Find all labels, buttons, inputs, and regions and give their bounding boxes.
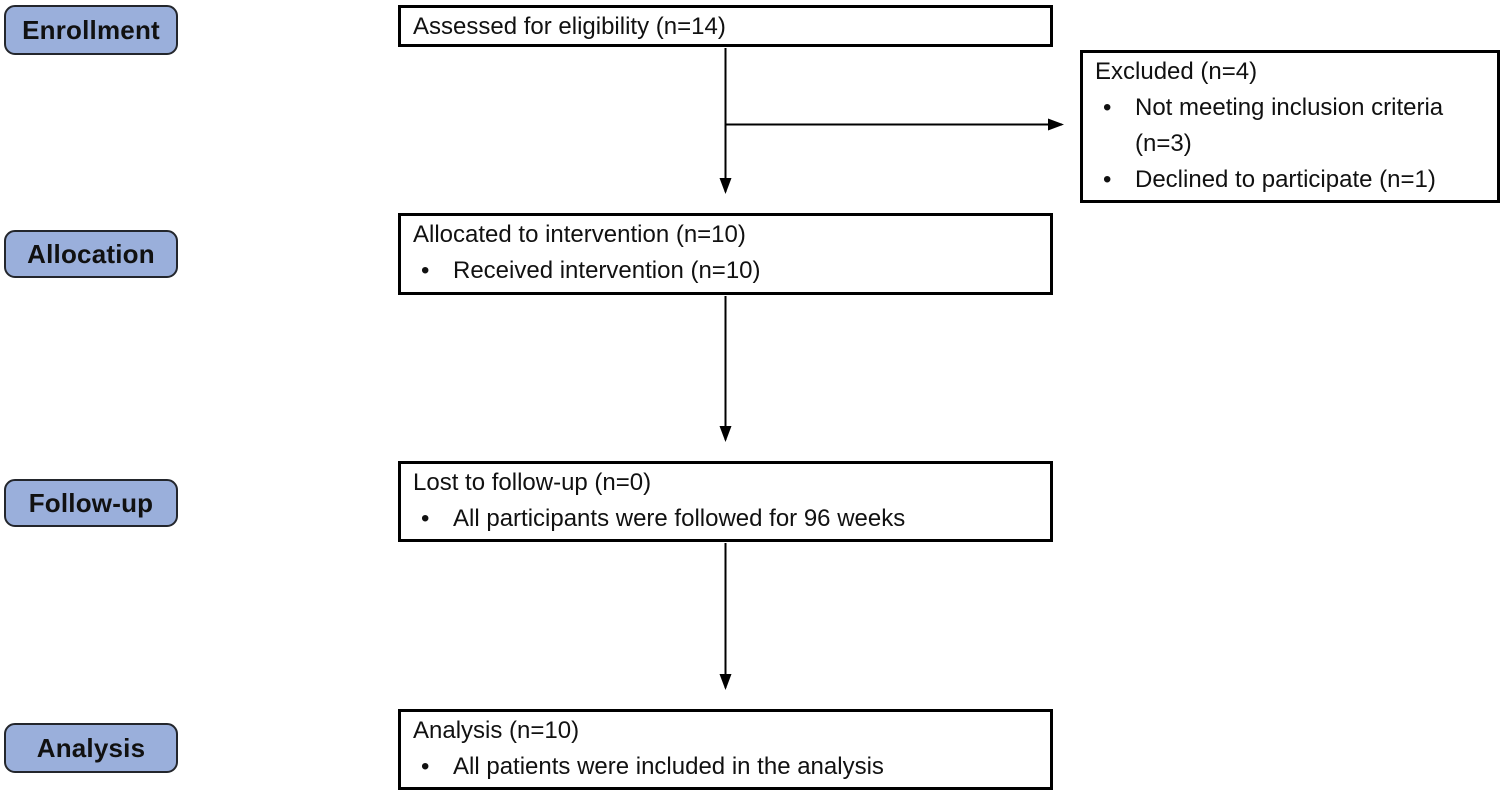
stage-badge-followup: Follow-up [4, 479, 178, 527]
bullet-item: Received intervention (n=10) [413, 253, 1038, 289]
box-title: Lost to follow-up (n=0) [413, 469, 652, 496]
bullet-item: Declined to participate (n=1) [1095, 162, 1485, 198]
bullet-item: Not meeting inclusion criteria (n=3) [1095, 90, 1485, 162]
bullet-list: Received intervention (n=10) [413, 253, 1038, 289]
bullet-list: Not meeting inclusion criteria (n=3) Dec… [1095, 90, 1485, 198]
stage-label: Follow-up [28, 487, 154, 518]
box-title: Excluded (n=4) [1095, 58, 1258, 85]
box-excluded: Excluded (n=4) Not meeting inclusion cri… [1080, 50, 1500, 203]
stage-label: Enrollment [22, 14, 160, 45]
box-title: Assessed for eligibility (n=14) [413, 13, 726, 40]
stage-badge-analysis: Analysis [4, 723, 178, 773]
bullet-list: All patients were included in the analys… [413, 749, 1038, 785]
stage-badge-enrollment: Enrollment [4, 5, 178, 55]
box-title: Allocated to intervention (n=10) [413, 221, 746, 248]
box-assessed-eligibility: Assessed for eligibility (n=14) [398, 5, 1053, 47]
box-analysis: Analysis (n=10) All patients were includ… [398, 709, 1053, 790]
box-lost-to-followup: Lost to follow-up (n=0) All participants… [398, 461, 1053, 542]
stage-label: Analysis [36, 732, 146, 763]
stage-badge-allocation: Allocation [4, 230, 178, 278]
stage-label: Allocation [27, 238, 155, 269]
bullet-list: All participants were followed for 96 we… [413, 501, 1038, 537]
box-allocated-intervention: Allocated to intervention (n=10) Receive… [398, 213, 1053, 295]
box-title: Analysis (n=10) [413, 717, 580, 744]
bullet-item: All participants were followed for 96 we… [413, 501, 1038, 537]
bullet-item: All patients were included in the analys… [413, 749, 1038, 785]
